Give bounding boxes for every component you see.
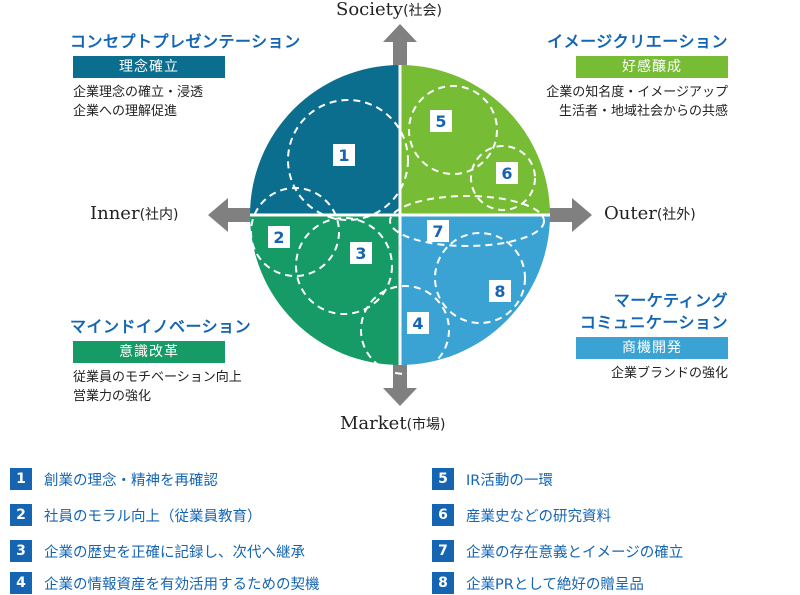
- circle-label-3: 3: [350, 242, 372, 264]
- circle-label-number: 5: [435, 112, 446, 131]
- circle-label-box: [407, 312, 429, 334]
- circle-label-5: 5: [430, 110, 452, 132]
- quadrant-diagram: 1 2 3 4 5 6 7 8: [208, 24, 592, 406]
- legend-text: 企業PRとして絶好の贈呈品: [466, 576, 644, 593]
- axis-label-left: Inner(社内): [90, 203, 179, 224]
- quadrant-title: コンセプトプレゼンテーション: [70, 32, 301, 51]
- axis-label-bottom: Market(市場): [340, 413, 446, 434]
- circle-label-number: 3: [355, 244, 366, 263]
- legend-number-badge: 8: [432, 572, 454, 594]
- axis-bottom-jp: (市場): [406, 417, 446, 433]
- quadrant-info-bottom-left: マインドイノベーション 意識改革 従業員のモチベーション向上 営業力の強化: [70, 316, 330, 406]
- axis-right-jp: (社外): [656, 207, 696, 223]
- axis-top-jp: (社会): [403, 3, 442, 19]
- circle-label-box: [427, 220, 449, 242]
- circle-label-number: 7: [432, 222, 443, 241]
- legend-text: 産業史などの研究資料: [466, 508, 611, 525]
- axis-bottom-en: Market: [340, 413, 407, 434]
- dashed-circle-3: [295, 217, 393, 315]
- circle-label-number: 2: [273, 228, 284, 247]
- axis-label-top: Society(社会): [336, 0, 442, 20]
- circle-number-labels: 1 2 3 4 5 6 7 8: [268, 110, 518, 334]
- circle-label-number: 1: [338, 146, 349, 165]
- circle-label-4: 4: [407, 312, 429, 334]
- quadrant-desc-line: 企業理念の確立・浸透: [73, 85, 204, 100]
- legend-item: 7 企業の存在意義とイメージの確立: [432, 539, 683, 563]
- legend-item: 3 企業の歴史を正確に記録し、次代へ継承: [10, 539, 305, 563]
- quadrant-desc-line: 企業への理解促進: [73, 104, 178, 119]
- circle-label-7: 7: [427, 220, 449, 242]
- circle-label-box: [496, 162, 518, 184]
- circle-label-number: 4: [412, 314, 423, 333]
- quadrant-desc-line: 企業ブランドの強化: [610, 366, 728, 381]
- circle-label-6: 6: [496, 162, 518, 184]
- legend-text: 社員のモラル向上（従業員教育）: [44, 508, 262, 525]
- quadrant-title-line-2: コミュニケーション: [579, 313, 728, 332]
- axis-left-jp: (社内): [139, 207, 179, 223]
- legend-number-badge: 1: [10, 468, 32, 490]
- quadrant-top-left: [250, 65, 400, 215]
- arrow-down-icon: [383, 360, 417, 406]
- legend-number-badge: 2: [10, 504, 32, 526]
- circle-label-number: 8: [494, 282, 505, 301]
- dashed-circle-8: [434, 232, 526, 324]
- axis-arrows: [208, 24, 592, 406]
- quadrant-info-top-right: イメージクリエーション 好感醸成 企業の知名度・イメージアップ 生活者・地域社会…: [468, 31, 728, 121]
- legend-text: 企業の存在意義とイメージの確立: [466, 544, 684, 561]
- quadrant-title: マインドイノベーション: [70, 317, 252, 336]
- arrow-right-icon: [545, 198, 592, 232]
- legend-item: 6 産業史などの研究資料: [432, 503, 611, 527]
- circle-label-number: 6: [501, 164, 512, 183]
- quadrant-desc-line: 生活者・地域社会からの共感: [558, 104, 728, 119]
- legend-text: 創業の理念・精神を再確認: [44, 472, 218, 489]
- circle-label-box: [350, 242, 372, 264]
- legend-item: 2 社員のモラル向上（従業員教育）: [10, 503, 262, 527]
- quadrant-badge: 意識改革: [73, 341, 225, 363]
- quadrant-desc-line: 企業の知名度・イメージアップ: [546, 85, 728, 100]
- legend-text: 企業の情報資産を有効活用するための契機: [44, 576, 320, 593]
- circle-label-box: [489, 280, 511, 302]
- legend-item: 1 創業の理念・精神を再確認: [10, 467, 218, 491]
- arrow-up-icon: [383, 24, 417, 70]
- legend-number-badge: 7: [432, 540, 454, 562]
- quadrant-info-top-left: コンセプトプレゼンテーション 理念確立 企業理念の確立・浸透 企業への理解促進: [70, 31, 330, 121]
- legend-item: 4 企業の情報資産を有効活用するための契機: [10, 571, 320, 595]
- quadrant-info-bottom-right: マーケティング コミュニケーション 商機開発 企業ブランドの強化: [468, 290, 728, 383]
- quadrant-desc-line: 従業員のモチベーション向上: [73, 370, 242, 385]
- quadrant-title: イメージクリエーション: [547, 32, 728, 51]
- legend-number-badge: 4: [10, 572, 32, 594]
- dashed-circle-4: [360, 285, 450, 375]
- quadrant-desc-line: 営業力の強化: [73, 389, 152, 404]
- legend-number-badge: 3: [10, 540, 32, 562]
- legend-number-badge: 6: [432, 504, 454, 526]
- quadrant-badge: 好感醸成: [576, 56, 728, 78]
- dashed-circle-5: [408, 85, 498, 175]
- legend-text: 企業の歴史を正確に記録し、次代へ継承: [44, 544, 305, 561]
- circle-label-2: 2: [268, 226, 290, 248]
- circle-label-1: 1: [333, 144, 355, 166]
- dashed-circle-7: [389, 195, 545, 247]
- circle-label-box: [268, 226, 290, 248]
- axis-top-en: Society: [336, 0, 404, 20]
- quadrant-badge: 商機開発: [576, 337, 728, 359]
- overlap-circles: [250, 85, 545, 375]
- arrow-left-icon: [208, 198, 255, 232]
- axis-left-en: Inner: [90, 203, 140, 224]
- legend-number-badge: 5: [432, 468, 454, 490]
- axis-label-right: Outer(社外): [604, 203, 696, 224]
- quadrant-badge: 理念確立: [73, 56, 225, 78]
- dashed-circle-2: [250, 187, 340, 277]
- circle-label-box: [430, 110, 452, 132]
- legend-text: IR活動の一環: [466, 472, 553, 489]
- axis-right-en: Outer: [604, 203, 657, 224]
- dashed-circle-6: [470, 145, 536, 211]
- legend-item: 8 企業PRとして絶好の贈呈品: [432, 571, 644, 595]
- dashed-circle-1: [287, 99, 409, 221]
- circle-label-8: 8: [489, 280, 511, 302]
- circle-label-box: [333, 144, 355, 166]
- legend-item: 5 IR活動の一環: [432, 467, 553, 491]
- quadrant-title-line-1: マーケティング: [613, 291, 728, 310]
- quadrant-bottom-right: [400, 215, 550, 365]
